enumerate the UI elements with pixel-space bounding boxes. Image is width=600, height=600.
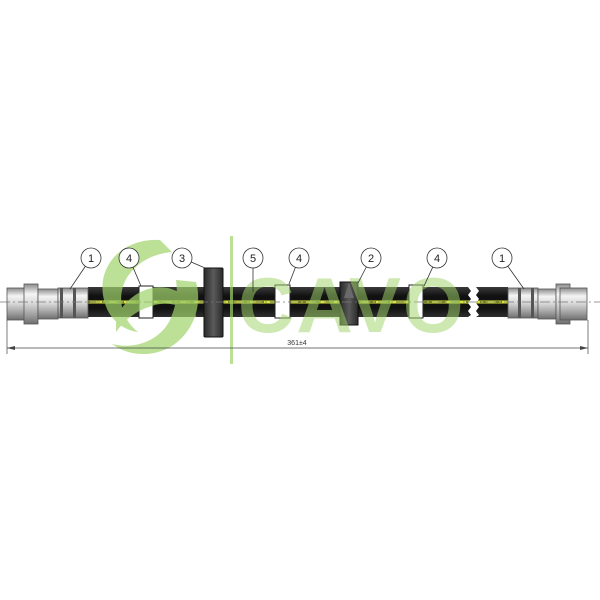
callout-c4-b: 4 xyxy=(288,247,310,285)
callout-label: 1 xyxy=(499,253,505,265)
callout-c2: 2 xyxy=(357,247,382,284)
callout-label: 4 xyxy=(434,253,440,265)
grommet-3 xyxy=(203,267,224,338)
callout-c4-a: 4 xyxy=(118,247,142,287)
callout-label: 2 xyxy=(368,253,374,265)
dimension-label: 361±4 xyxy=(287,340,307,347)
callout-label: 3 xyxy=(179,253,185,265)
callout-c5: 5 xyxy=(242,247,264,292)
arrow-left-icon xyxy=(7,346,15,350)
fitting-left xyxy=(6,283,89,325)
arrow-right-icon xyxy=(580,346,588,350)
callout-label: 5 xyxy=(250,253,256,265)
dimension-line: 361±4 xyxy=(6,320,589,354)
callout-c1-right: 1 xyxy=(491,247,525,290)
bracket-2 xyxy=(339,281,359,326)
callout-label: 4 xyxy=(126,253,132,265)
cavo-watermark: CAVO xyxy=(102,236,466,364)
callout-label: 4 xyxy=(296,253,302,265)
sleeve-c xyxy=(408,284,424,319)
callout-c3: 3 xyxy=(171,247,206,269)
svg-text:CAVO: CAVO xyxy=(238,261,466,349)
callout-c4-c: 4 xyxy=(423,247,448,287)
sleeve-b xyxy=(274,284,291,319)
callout-label: 1 xyxy=(88,253,94,265)
callout-c1-left: 1 xyxy=(69,247,102,290)
fitting-right xyxy=(507,283,588,325)
callouts: 1 4 3 5 4 2 4 1 xyxy=(69,247,525,292)
